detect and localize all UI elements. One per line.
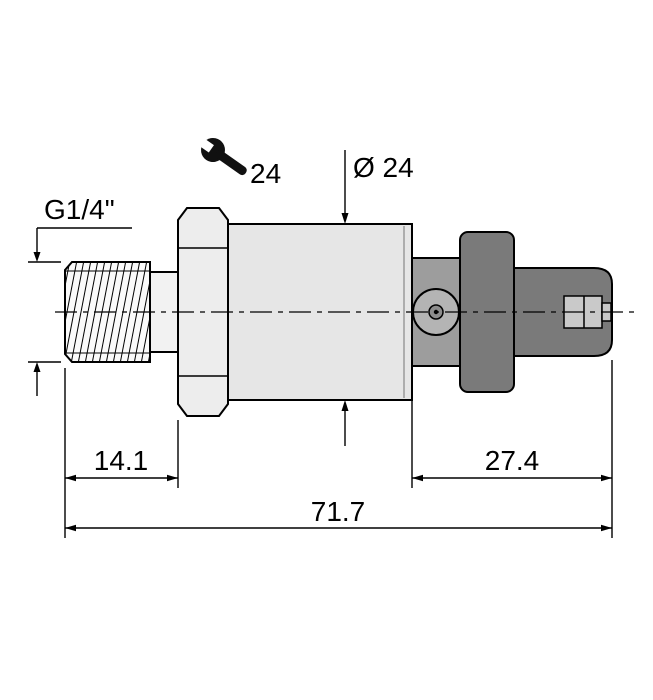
wrench-callout: 24 — [194, 134, 281, 189]
wrench-icon — [194, 134, 247, 176]
dimension-thread-diameter: G1/4" — [28, 194, 132, 396]
dimension-thread-length: 14.1 — [65, 445, 178, 482]
diameter-label: Ø 24 — [353, 152, 414, 183]
dim-thread-length: 14.1 — [94, 445, 149, 476]
dim-connector-length: 27.4 — [485, 445, 540, 476]
dimension-total-length: 71.7 — [65, 496, 612, 532]
dim-total-length: 71.7 — [311, 496, 366, 527]
thread-size-label: G1/4" — [44, 194, 115, 225]
dimension-body-diameter: Ø 24 — [341, 150, 414, 446]
extension-lines — [64, 360, 613, 538]
wrench-size-label: 24 — [250, 158, 281, 189]
dimension-connector-length: 27.4 — [412, 445, 612, 482]
